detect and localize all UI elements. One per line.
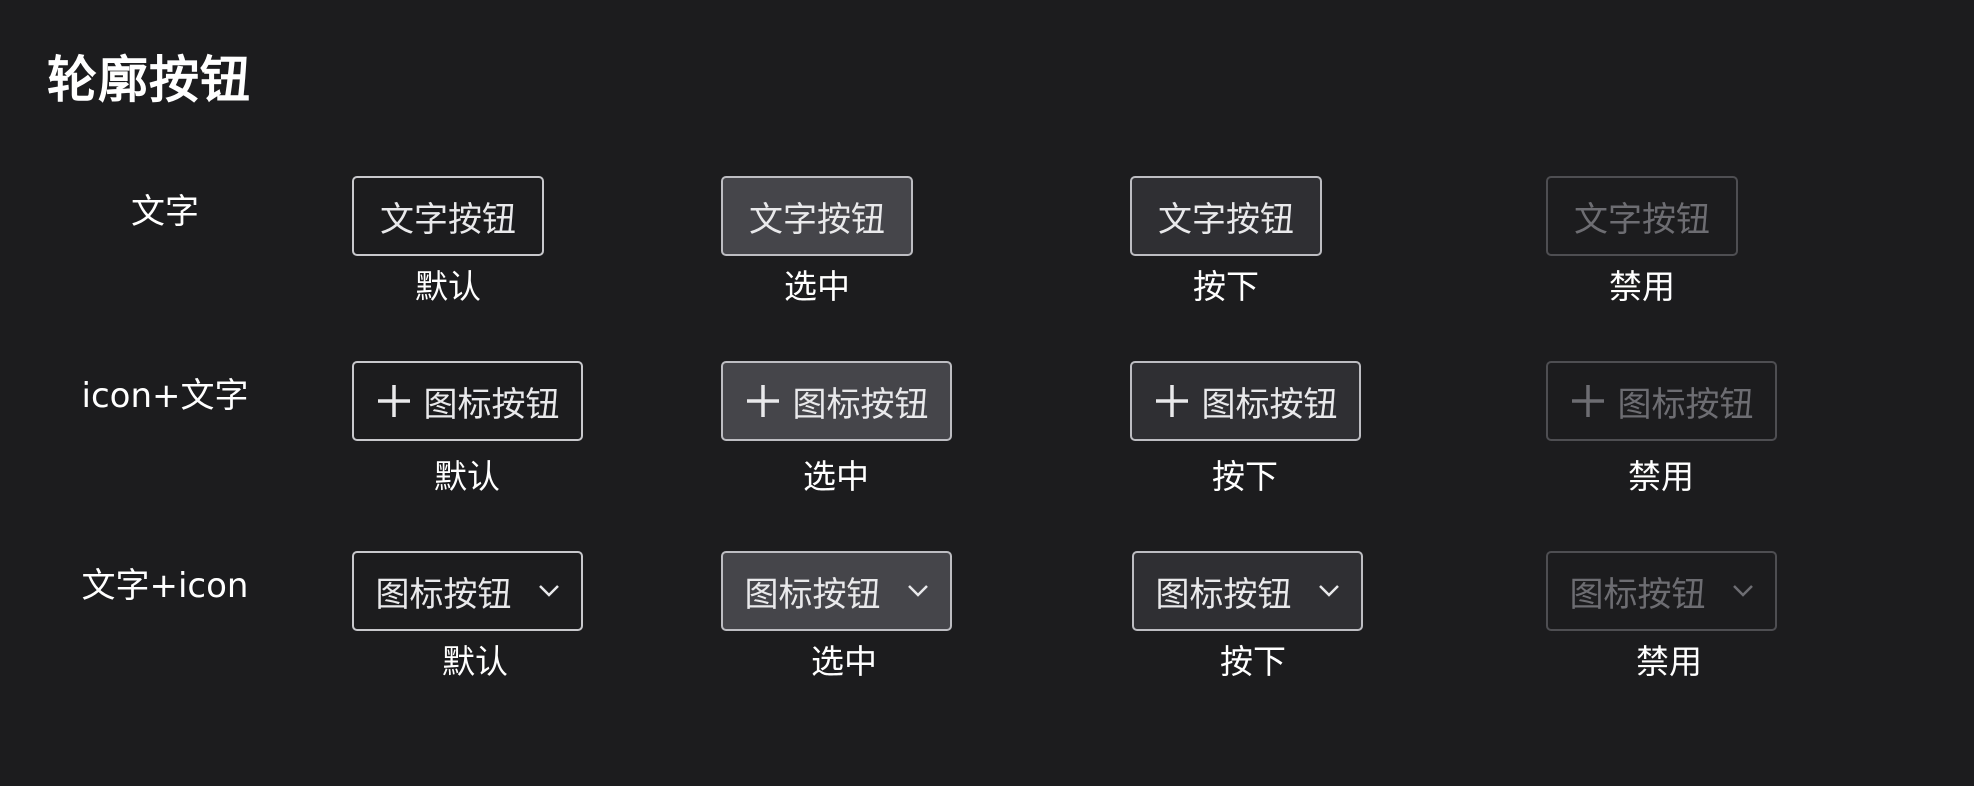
state-label-disabled: 禁用 — [1636, 642, 1702, 681]
text-button-default[interactable]: 文字按钮 — [352, 176, 544, 256]
state-label-pressed: 按下 — [1212, 457, 1278, 496]
button-label: 图标按钮 — [744, 574, 881, 615]
button-label: 图标按钮 — [1569, 574, 1706, 615]
text-icon-button-selected[interactable]: 图标按钮 — [721, 551, 952, 631]
chevron-down-icon — [907, 585, 928, 597]
row-label-text: 文字 — [131, 192, 199, 232]
page-title: 轮廓按钮 — [47, 51, 251, 109]
chevron-down-icon — [1318, 585, 1339, 597]
state-label-selected: 选中 — [803, 457, 869, 496]
icon-text-button-selected[interactable]: 图标按钮 — [721, 361, 952, 441]
state-label-pressed: 按下 — [1220, 642, 1286, 681]
button-label: 图标按钮 — [375, 574, 512, 615]
state-label-selected: 选中 — [811, 642, 877, 681]
state-label-selected: 选中 — [784, 267, 850, 306]
icon-text-button-disabled: 图标按钮 — [1546, 361, 1777, 441]
state-label-disabled: 禁用 — [1628, 457, 1694, 496]
text-icon-button-default[interactable]: 图标按钮 — [352, 551, 583, 631]
plus-icon — [377, 385, 410, 417]
state-label-default: 默认 — [415, 267, 481, 306]
plus-icon — [1155, 385, 1188, 417]
text-icon-button-disabled: 图标按钮 — [1546, 551, 1777, 631]
row-label-text-icon: 文字+icon — [81, 566, 249, 606]
button-label: 图标按钮 — [792, 384, 929, 425]
text-button-pressed[interactable]: 文字按钮 — [1130, 176, 1322, 256]
state-label-pressed: 按下 — [1193, 267, 1259, 306]
button-label: 图标按钮 — [1201, 384, 1338, 425]
state-label-default: 默认 — [442, 642, 508, 681]
button-label: 图标按钮 — [1617, 384, 1754, 425]
state-label-default: 默认 — [434, 457, 500, 496]
button-label: 图标按钮 — [423, 384, 560, 425]
text-button-selected[interactable]: 文字按钮 — [721, 176, 913, 256]
button-label: 文字按钮 — [749, 199, 885, 240]
chevron-down-icon — [538, 585, 559, 597]
state-label-disabled: 禁用 — [1609, 267, 1675, 306]
row-label-icon-text: icon+文字 — [81, 376, 249, 416]
button-label: 文字按钮 — [1158, 199, 1294, 240]
plus-icon — [746, 385, 779, 417]
text-icon-button-pressed[interactable]: 图标按钮 — [1132, 551, 1363, 631]
plus-icon — [1571, 385, 1604, 417]
chevron-down-icon — [1732, 585, 1753, 597]
text-button-disabled: 文字按钮 — [1546, 176, 1738, 256]
button-label: 图标按钮 — [1155, 574, 1292, 615]
icon-text-button-default[interactable]: 图标按钮 — [352, 361, 583, 441]
button-label: 文字按钮 — [1574, 199, 1710, 240]
button-label: 文字按钮 — [380, 199, 516, 240]
icon-text-button-pressed[interactable]: 图标按钮 — [1130, 361, 1361, 441]
